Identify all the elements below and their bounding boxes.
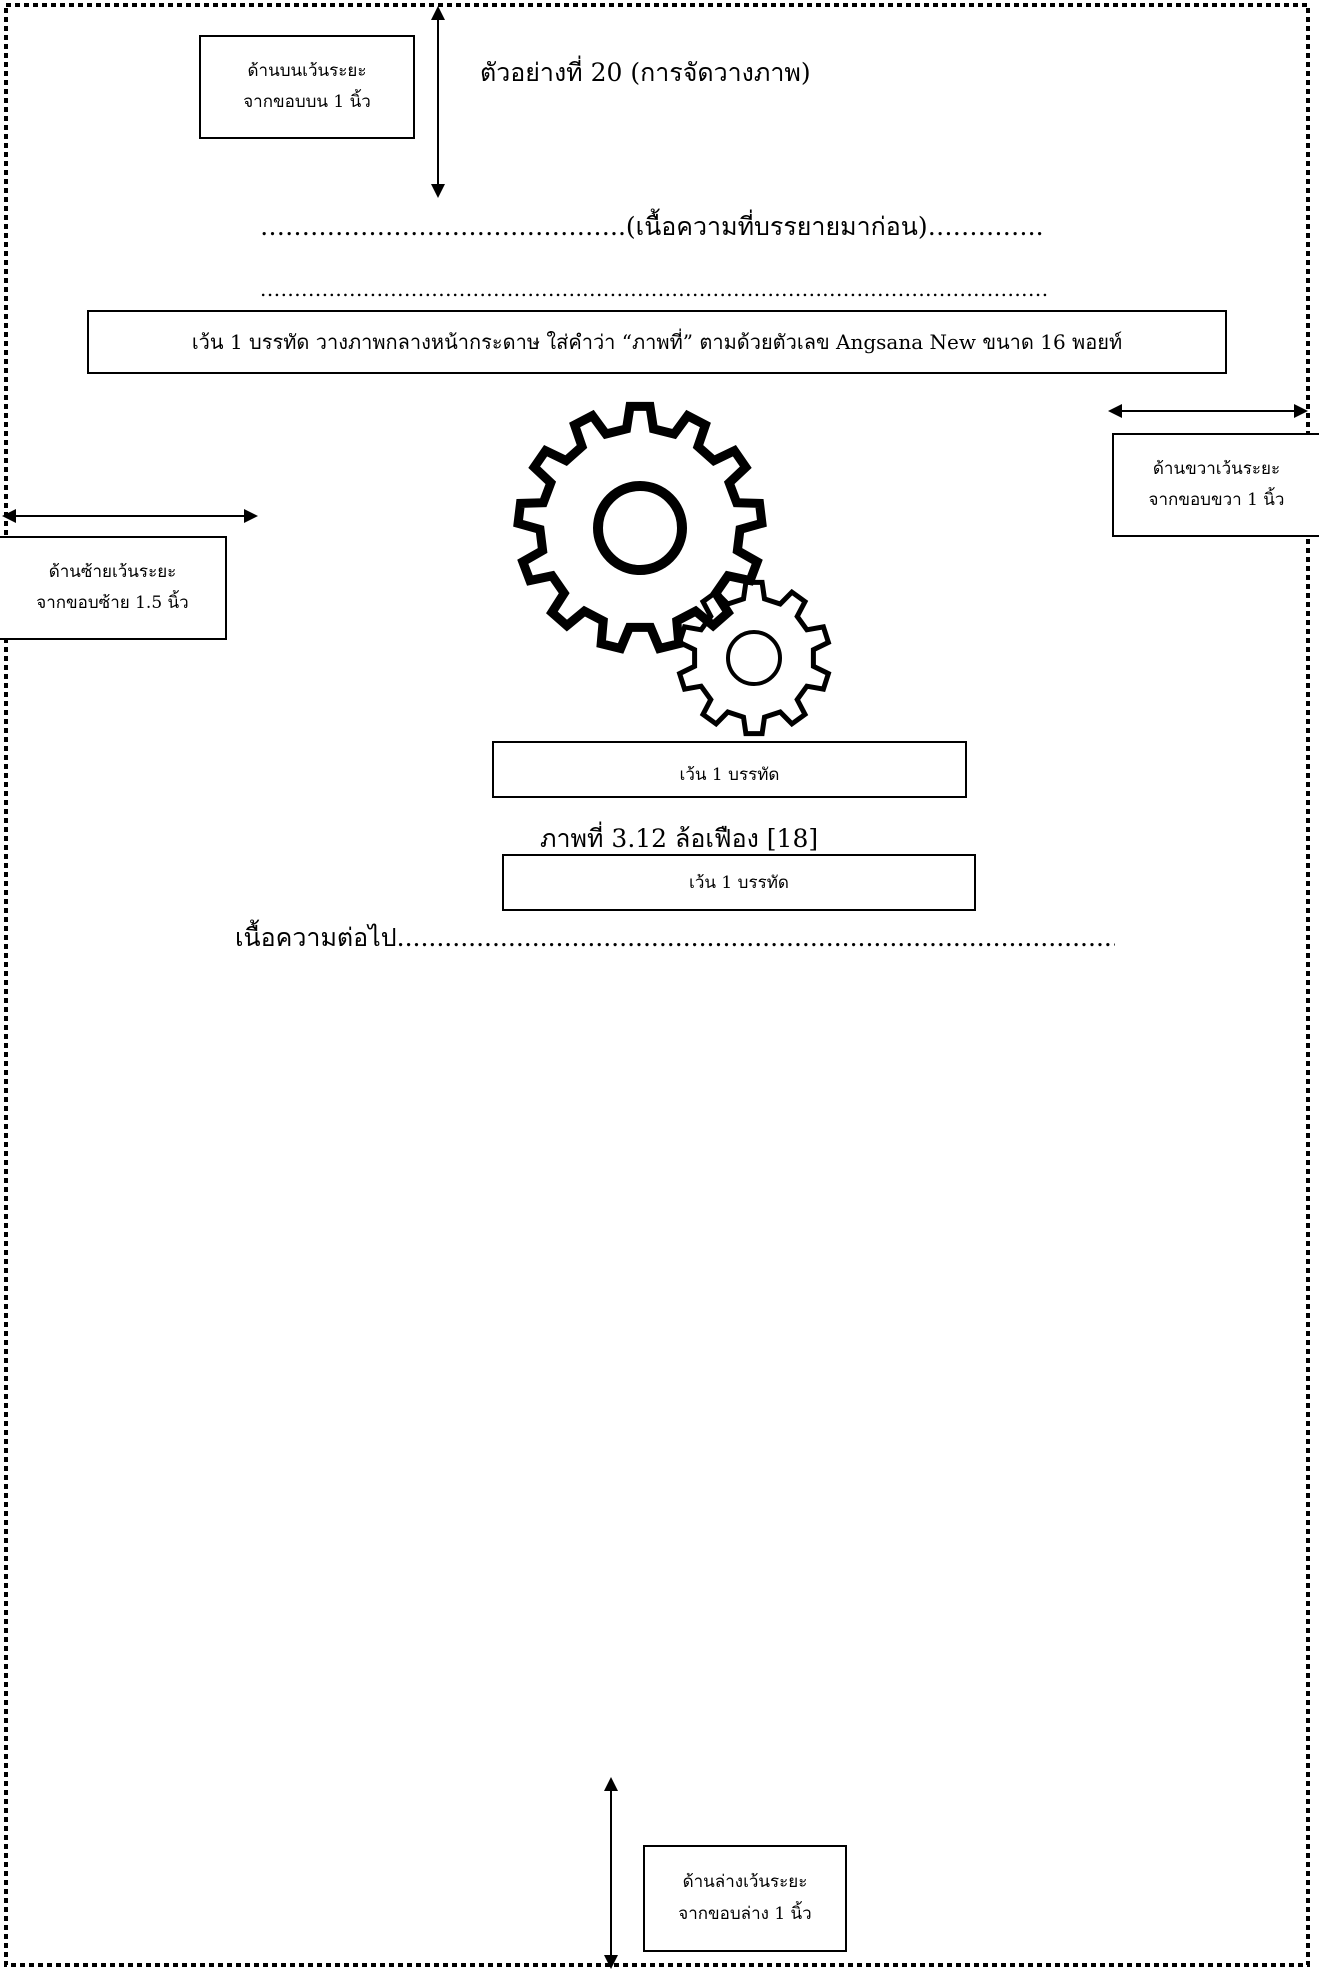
figure-caption: ภาพที่ 3.12 ล้อเฟือง [18]	[540, 824, 819, 853]
bottom-margin-note-line1: ด้านล่างเว้นระยะ	[682, 1872, 808, 1893]
top-margin-note-line2: จากขอบบน 1 นิ้ว	[243, 92, 371, 112]
right-margin-note: ด้านขวาเว้นระยะ จากขอบขวา 1 นิ้ว	[1112, 433, 1319, 537]
right-margin-note-line1: ด้านขวาเว้นระยะ	[1152, 458, 1281, 479]
dotted-line: ........................................…	[260, 277, 1049, 301]
bottom-margin-note: ด้านล่างเว้นระยะ จากขอบล่าง 1 นิ้ว	[643, 1845, 847, 1952]
gap-note-above-caption: เว้น 1 บรรทัด	[492, 741, 967, 798]
left-margin-note-line1: ด้านซ้ายเว้นระยะ	[48, 561, 177, 582]
bottom-margin-note-line2: จากขอบล่าง 1 นิ้ว	[678, 1903, 812, 1924]
bottom-margin-arrow	[604, 1777, 618, 1969]
gap-note-below-caption-text: เว้น 1 บรรทัด	[689, 873, 789, 893]
instruction-text: เว้น 1 บรรทัด วางภาพกลางหน้ากระดาษ ใส่คำ…	[191, 330, 1123, 354]
top-margin-note-line1: ด้านบนเว้นระยะ	[247, 60, 367, 81]
gears-illustration	[513, 401, 832, 737]
continuing-text: เนื้อความต่อไป..........................…	[235, 923, 1115, 952]
left-margin-note: ด้านซ้ายเว้นระยะ จากขอบซ้าย 1.5 นิ้ว	[0, 536, 227, 640]
small-gear-icon	[676, 579, 832, 737]
prior-text-line: ……………………………………..(เนื้อความที่บรรยายมาก่อ…	[260, 212, 1044, 241]
right-margin-arrow	[1108, 404, 1308, 418]
gap-note-below-caption: เว้น 1 บรรทัด	[502, 854, 976, 911]
left-margin-note-line2: จากขอบซ้าย 1.5 นิ้ว	[36, 593, 189, 613]
top-margin-note: ด้านบนเว้นระยะ จากขอบบน 1 นิ้ว	[199, 35, 415, 139]
right-margin-note-line2: จากขอบขวา 1 นิ้ว	[1148, 490, 1285, 510]
gap-note-above-caption-text: เว้น 1 บรรทัด	[679, 765, 780, 785]
example-title: ตัวอย่างที่ 20 (การจัดวางภาพ)	[480, 58, 811, 87]
instruction-box: เว้น 1 บรรทัด วางภาพกลางหน้ากระดาษ ใส่คำ…	[87, 310, 1227, 374]
large-gear-icon	[513, 401, 767, 654]
top-margin-arrow	[431, 6, 445, 198]
left-margin-arrow	[2, 509, 258, 523]
